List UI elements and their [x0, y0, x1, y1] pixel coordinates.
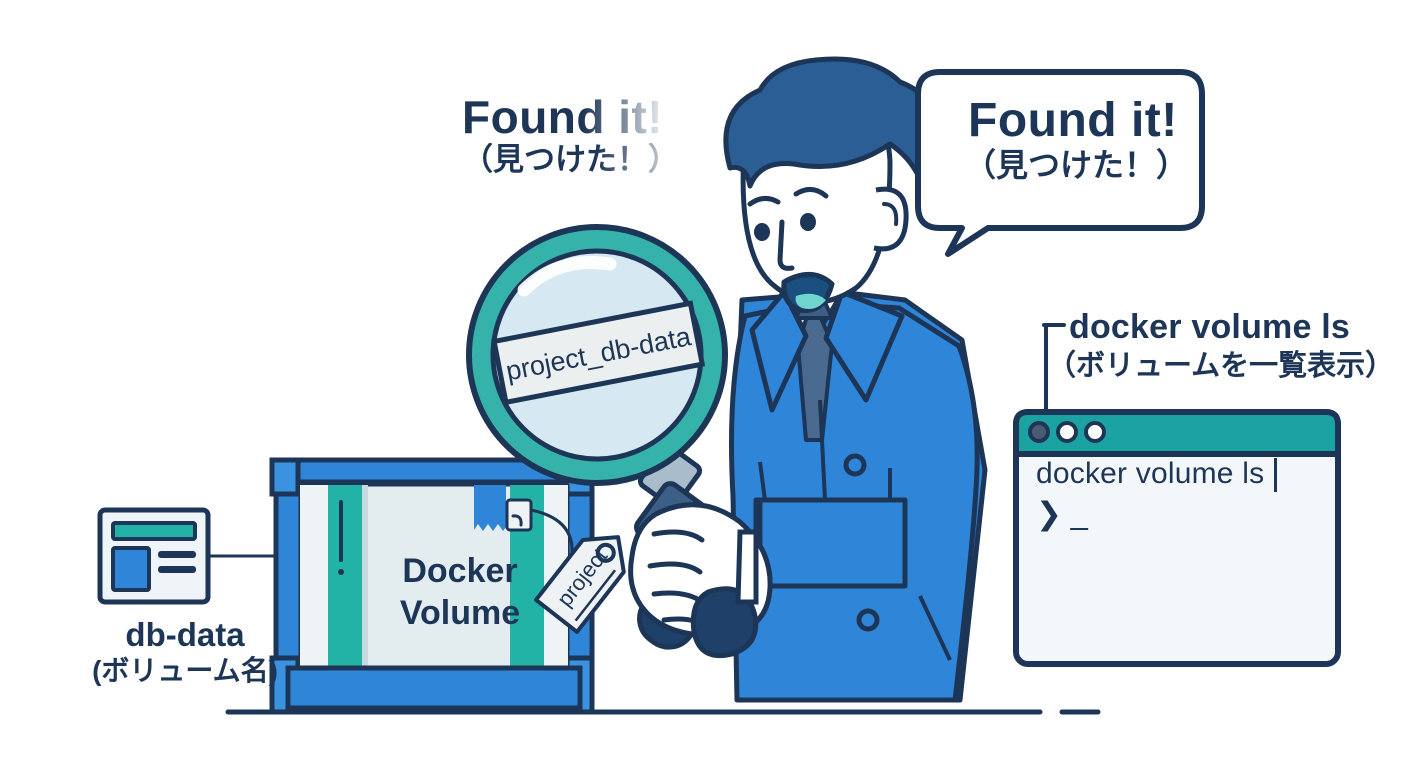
hand-holding-magnifier [628, 443, 773, 659]
volume-box-title-line2: Volume [399, 594, 521, 632]
terminal-command-line[interactable]: docker volume ls [1036, 457, 1265, 490]
speech-bubble-english: Found it! [968, 94, 1178, 147]
volume-box-title-line1: Docker [402, 552, 518, 590]
terminal-prompt: ❯ _ [1036, 496, 1088, 531]
command-callout-japanese: （ボリュームを一覧表示） [1047, 350, 1395, 382]
character-figure [723, 56, 988, 703]
docker-volume-box [269, 457, 595, 715]
command-leader-line [1042, 323, 1066, 426]
terminal-dot-3 [1084, 421, 1106, 443]
volume-name-label: db-data [125, 616, 245, 653]
terminal-text-cursor [1274, 458, 1277, 492]
project-tag: project [534, 535, 626, 634]
ghost-caption-english: Found it! [462, 91, 664, 143]
speech-bubble-japanese: （見つけた！） [964, 147, 1189, 183]
terminal-dot-1 [1028, 421, 1050, 443]
volume-name-card-icon [97, 507, 211, 605]
speech-bubble [915, 69, 1205, 257]
terminal-window[interactable] [1013, 409, 1341, 667]
ghost-caption-japanese: （見つけた！） [462, 142, 679, 177]
volume-name-label-japanese: (ボリューム名) [92, 655, 278, 686]
magnifier-lens: project_db-data [466, 224, 728, 486]
terminal-dot-2 [1056, 421, 1078, 443]
command-callout-text: docker volume ls [1069, 308, 1350, 346]
